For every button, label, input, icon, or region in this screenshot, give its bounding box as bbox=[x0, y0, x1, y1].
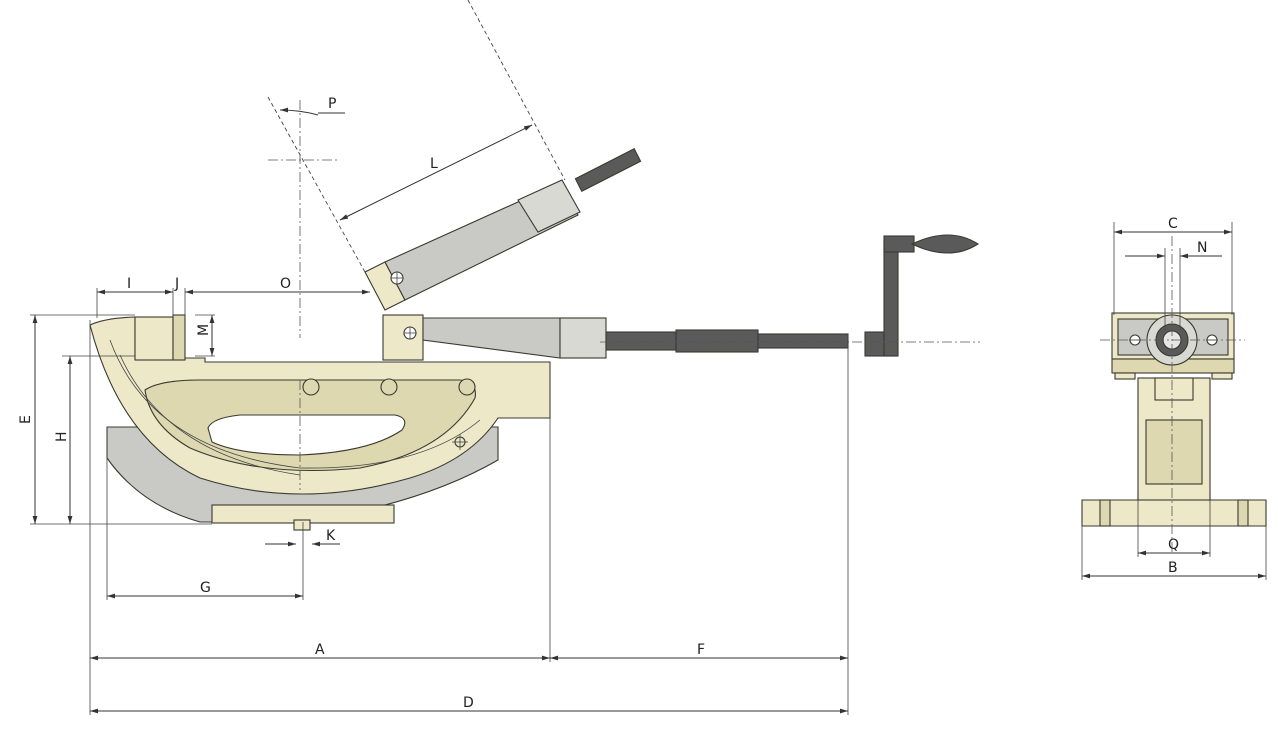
label-C: C bbox=[1168, 216, 1178, 232]
label-A: A bbox=[315, 642, 325, 658]
label-F: F bbox=[697, 642, 705, 658]
movable-jaw bbox=[382, 314, 424, 361]
label-B: B bbox=[1168, 560, 1178, 576]
label-M: M bbox=[196, 324, 212, 336]
tilted-jaw bbox=[364, 148, 642, 311]
label-D: D bbox=[463, 695, 474, 711]
front-view: C N Q B bbox=[1081, 216, 1267, 580]
base-key bbox=[293, 519, 311, 531]
label-I: I bbox=[127, 276, 131, 292]
label-Q: Q bbox=[1168, 537, 1179, 553]
label-H: H bbox=[54, 431, 70, 442]
crank-handle bbox=[864, 234, 980, 357]
fixed-jaw-plate bbox=[172, 314, 186, 361]
label-O: O bbox=[280, 276, 291, 292]
spindle-nut bbox=[559, 317, 607, 359]
arc-slot-inner bbox=[207, 414, 406, 456]
fixed-jaw bbox=[134, 316, 174, 361]
label-E: E bbox=[18, 415, 34, 424]
label-P: P bbox=[328, 96, 336, 112]
label-K: K bbox=[326, 528, 336, 544]
spindle-extension bbox=[675, 329, 759, 353]
label-N: N bbox=[1197, 240, 1207, 256]
label-G: G bbox=[200, 580, 211, 596]
spindle-housing bbox=[422, 317, 561, 359]
side-view: I J O L P M E H K G A F D bbox=[18, 0, 980, 715]
body-holes bbox=[302, 378, 476, 450]
spindle-rod bbox=[757, 333, 849, 349]
label-L: L bbox=[430, 156, 438, 172]
label-J: J bbox=[174, 276, 179, 292]
spindle-shaft bbox=[605, 331, 677, 351]
